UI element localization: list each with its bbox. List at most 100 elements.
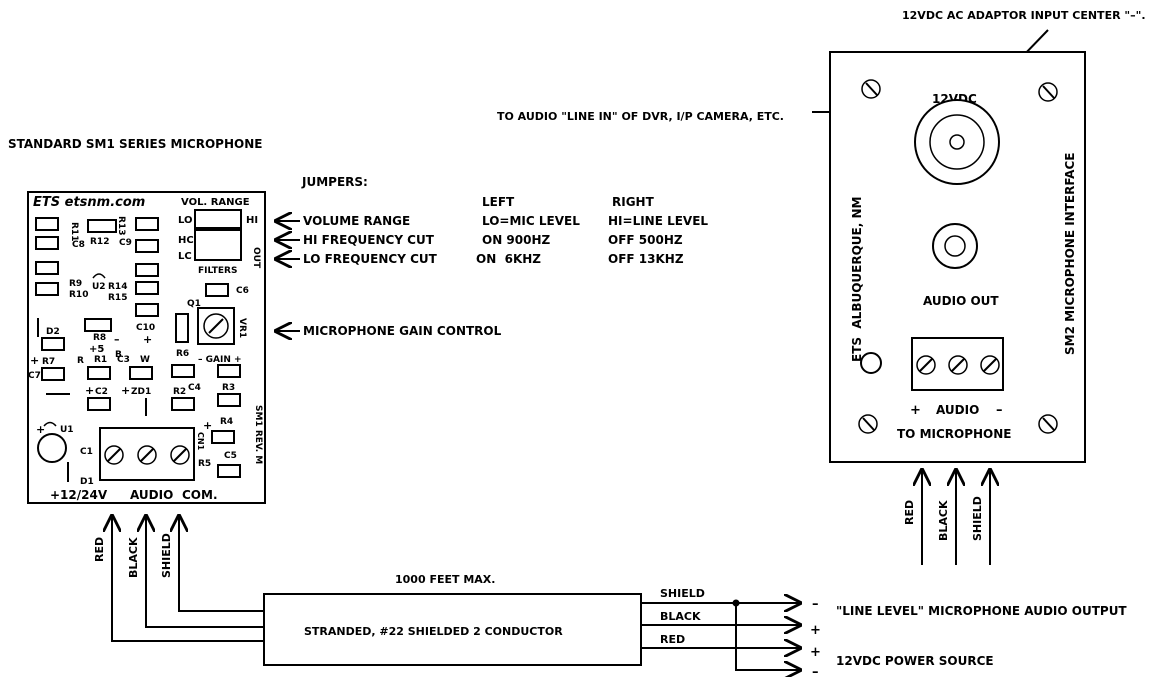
plus-marker-b: + bbox=[30, 354, 39, 367]
component-c6-body bbox=[205, 283, 229, 297]
out-minus-1: – bbox=[812, 597, 819, 612]
shield-junction-dot bbox=[732, 599, 740, 607]
component-r9-label: R9 bbox=[69, 279, 82, 289]
component-u2-notch bbox=[92, 273, 106, 279]
component-u1-label: U1 bbox=[60, 425, 74, 435]
sm2-terminal-screw-1[interactable] bbox=[916, 355, 936, 375]
jumper-block-filters bbox=[194, 229, 242, 261]
sm1-terminal-screw-2[interactable] bbox=[137, 445, 157, 465]
sm1-wire-shield-label: SHIELD bbox=[160, 533, 173, 578]
component-r6-label: R6 bbox=[176, 349, 189, 359]
component-c3-label: C3 bbox=[117, 355, 130, 365]
plus-marker-c: + bbox=[85, 384, 94, 397]
sm2-mount-screw-bl bbox=[858, 414, 878, 434]
out-wire-shield-label: SHIELD bbox=[660, 587, 705, 600]
sm1-board: ETS etsnm.com VOL. RANGE LO HI HC LC OUT… bbox=[27, 191, 266, 504]
sm2-mount-screw-tr bbox=[1038, 82, 1058, 102]
u1-microphone-capsule bbox=[37, 433, 67, 463]
jumpers-column-right: RIGHT bbox=[612, 195, 655, 209]
component-c6-label: C6 bbox=[236, 286, 249, 296]
audio-out-label: AUDIO OUT bbox=[923, 294, 999, 308]
component-d2-body bbox=[41, 337, 65, 351]
u1-notch bbox=[43, 421, 57, 427]
sm1-terminal-label-common: COM. bbox=[182, 488, 218, 502]
component-c10-label: C10 bbox=[136, 323, 155, 333]
jumper-row-volume-left: LO=MIC LEVEL bbox=[482, 214, 580, 228]
sm1-wire-black-label: BLACK bbox=[127, 537, 140, 578]
component-c8-body bbox=[35, 236, 59, 250]
component-r2-body bbox=[171, 397, 195, 411]
sm1-terminal-screw-1[interactable] bbox=[104, 445, 124, 465]
vr1-knob[interactable] bbox=[203, 313, 229, 339]
sm1-terminal-label-power: +12/24V bbox=[50, 488, 108, 502]
sm2-mount-screw-tl bbox=[861, 79, 881, 99]
jumper-lo-label: LO bbox=[178, 215, 193, 226]
jumper-block-volume bbox=[194, 209, 242, 229]
component-r2-label: R2 bbox=[173, 387, 186, 397]
out-plus-1: + bbox=[810, 623, 821, 638]
component-r-label: R bbox=[77, 356, 84, 366]
sm2-audio-plus: + bbox=[910, 403, 921, 418]
sm1-wire-shield bbox=[178, 525, 264, 612]
jumper-row-hicut-right: OFF 500HZ bbox=[608, 233, 683, 247]
component-r15-body bbox=[135, 281, 159, 295]
component-r14-label: R14 bbox=[108, 282, 127, 292]
component-d2-label: D2 bbox=[46, 327, 60, 337]
jumper-row-volume-right: HI=LINE LEVEL bbox=[608, 214, 708, 228]
component-r13-label: R13 bbox=[116, 216, 126, 235]
sm2-title: SM2 MICROPHONE INTERFACE bbox=[1063, 153, 1077, 355]
plus-marker-d: + bbox=[121, 384, 130, 397]
sm2-terminal-screw-2[interactable] bbox=[948, 355, 968, 375]
sm1-wire-red-label: RED bbox=[93, 537, 106, 562]
jumper-row-locut-name: LO FREQUENCY CUT bbox=[303, 252, 438, 266]
sm2-terminal-screw-3[interactable] bbox=[980, 355, 1000, 375]
component-r8-body bbox=[84, 318, 112, 332]
sm2-wire-red-label: RED bbox=[903, 500, 916, 525]
gain-label: – GAIN + bbox=[198, 355, 242, 365]
component-r4-label: R4 bbox=[220, 417, 233, 427]
sm2-mount-screw-br bbox=[1038, 414, 1058, 434]
plus-marker-u1: + bbox=[36, 423, 45, 436]
sm1-heading: STANDARD SM1 SERIES MICROPHONE bbox=[8, 137, 262, 151]
component-c5-body bbox=[217, 464, 241, 478]
component-c9-body bbox=[135, 239, 159, 253]
power-source-label: 12VDC POWER SOURCE bbox=[836, 654, 994, 668]
component-r6-body bbox=[171, 364, 195, 378]
jumper-row-locut-right: OFF 13KHZ bbox=[608, 252, 684, 266]
component-c-extra-body bbox=[35, 261, 59, 275]
component-vr1-label: VR1 bbox=[237, 318, 247, 338]
sm2-enclosure: 12VDC AUDIO OUT ETS ALBUQUERQUE, NM SM2 … bbox=[829, 51, 1086, 463]
component-zd1-label: ZD1 bbox=[131, 387, 151, 397]
component-b-label: B bbox=[115, 350, 122, 360]
out-wire-black-label: BLACK bbox=[660, 610, 701, 623]
sm1-revision-label: SM1 REV. M bbox=[253, 405, 263, 464]
component-r10-body bbox=[35, 282, 59, 296]
out-plus-2: + bbox=[810, 645, 821, 660]
component-r3-label: R3 bbox=[222, 383, 235, 393]
component-w-label: W bbox=[140, 355, 150, 365]
plus5-label: +5 bbox=[89, 344, 104, 355]
component-d1-label: D1 bbox=[80, 477, 94, 487]
out-wire-common-ground bbox=[735, 603, 800, 671]
component-r11-body bbox=[35, 217, 59, 231]
component-c10-body bbox=[135, 303, 159, 317]
component-c3-body bbox=[129, 366, 153, 380]
dc-power-jack[interactable] bbox=[914, 99, 1000, 185]
cable-description: STRANDED, #22 SHIELDED 2 CONDUCTOR bbox=[304, 625, 563, 638]
component-u2-label: U2 bbox=[92, 282, 106, 292]
component-q1-body bbox=[175, 313, 189, 343]
sm1-terminal-label-audio: AUDIO bbox=[130, 488, 173, 502]
sm1-terminal-screw-3[interactable] bbox=[170, 445, 190, 465]
cable-length-label: 1000 FEET MAX. bbox=[395, 573, 495, 586]
minus-marker-a: – bbox=[114, 333, 120, 346]
component-r13-body bbox=[135, 217, 159, 231]
plus-marker-cn1: + bbox=[203, 419, 212, 432]
audio-out-jack[interactable] bbox=[932, 223, 978, 269]
component-r3-body bbox=[217, 393, 241, 407]
component-r1-body bbox=[87, 366, 111, 380]
jumper-row-volume-name: VOLUME RANGE bbox=[303, 214, 410, 228]
sm1-wire-black bbox=[145, 525, 264, 628]
component-c7-body bbox=[41, 367, 65, 381]
component-r7-label: R7 bbox=[42, 357, 55, 367]
